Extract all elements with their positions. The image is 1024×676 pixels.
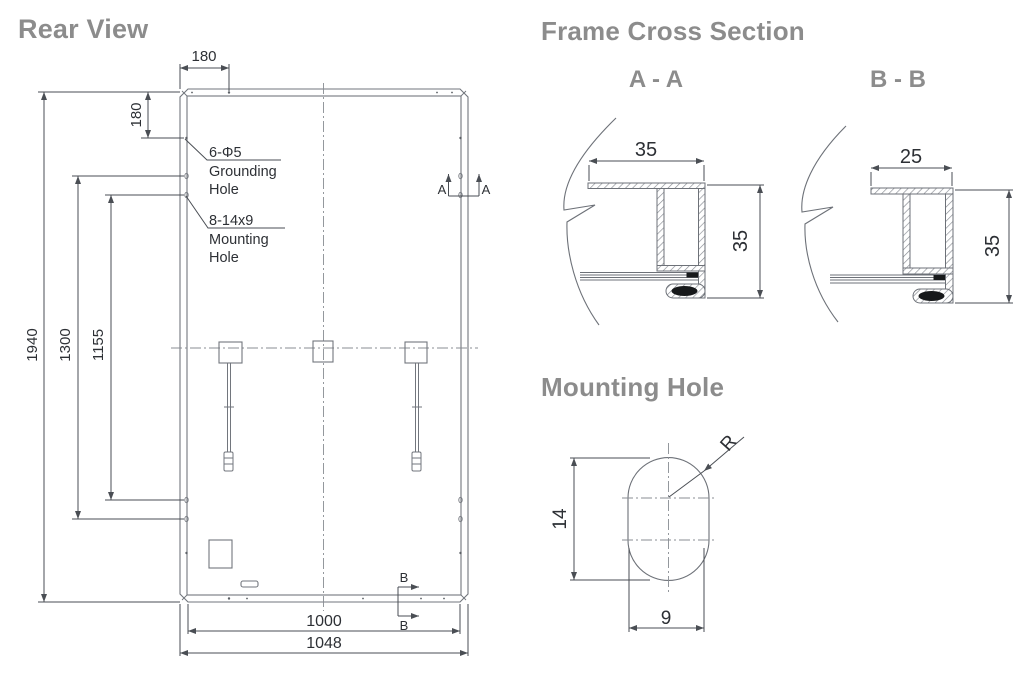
bb-laminate-tape	[933, 275, 945, 280]
section-aa-title: A - A	[628, 66, 684, 93]
section-bb-dimensions	[870, 165, 1013, 304]
bb-left-wall	[902, 193, 911, 269]
connector-right-segments	[412, 457, 421, 465]
grounding-hole-label-line3: Hole	[209, 182, 239, 198]
mounting-hole-drawing	[570, 436, 745, 632]
rear-view-dimensions	[38, 64, 469, 656]
section-aa-dimensions	[588, 158, 764, 299]
bb-bottom-bar	[902, 267, 954, 275]
junction-box-right	[404, 341, 428, 364]
bb-laminate-lines	[830, 274, 945, 284]
aa-foot-gasket	[671, 286, 698, 296]
mounting-hole-label-line1: 8-14x9	[209, 213, 253, 229]
rear-view-title: Rear View	[18, 14, 149, 44]
cables	[223, 363, 422, 472]
dim-hole-span-inner: 1155	[90, 329, 107, 361]
mounting-hole-radius-label: R	[717, 431, 742, 455]
corner-chamfer-lines	[181, 90, 467, 601]
connector-left	[223, 451, 234, 472]
junction-boxes	[218, 340, 428, 364]
section-bb-drawing	[801, 125, 1013, 323]
dim-height: 1940	[24, 328, 41, 361]
section-aa-drawing	[563, 117, 764, 326]
cable-right	[412, 363, 422, 452]
section-marker-b	[397, 584, 419, 619]
slot-horizontal-centerlines	[622, 497, 715, 541]
aa-bottom-bar	[656, 265, 706, 272]
cable-left	[224, 363, 234, 452]
rear-view-texts: 180 180 1940 1300 1155 1000 1048 A A B B…	[24, 48, 491, 652]
mounting-hole-label-line2: Mounting	[209, 232, 269, 248]
marker-a-right: A	[482, 182, 491, 197]
barcode-rect	[240, 580, 259, 588]
mounting-hole-dimensions	[570, 436, 745, 632]
radius-leader	[703, 436, 745, 472]
mounting-hole-height-dim: 14	[550, 508, 571, 530]
dim-top-offset: 180	[191, 48, 216, 65]
marker-b-top: B	[400, 570, 409, 585]
aa-width-dim: 35	[635, 139, 657, 161]
aa-top-flange	[587, 182, 706, 189]
marker-a-left: A	[438, 182, 447, 197]
junction-box-middle	[312, 340, 334, 363]
bb-height-dim: 35	[982, 235, 1004, 257]
connector-left-segments	[224, 457, 233, 465]
frame-cross-section-title: Frame Cross Section	[541, 16, 805, 46]
aa-laminate-tape	[686, 272, 698, 278]
break-line-bb	[801, 125, 847, 323]
section-marker-a	[445, 174, 482, 197]
aa-left-wall	[656, 188, 665, 266]
marker-b-bottom: B	[400, 618, 409, 633]
mounting-hole-title: Mounting Hole	[541, 372, 725, 402]
dim-side-offset: 180	[128, 102, 145, 127]
dim-hole-span-outer: 1300	[57, 328, 74, 361]
grounding-hole-leader	[184, 138, 281, 161]
bb-right-wall	[945, 193, 954, 304]
connector-right	[411, 451, 422, 472]
junction-box-left	[218, 341, 243, 364]
bb-foot-gasket	[918, 291, 945, 301]
panel-outer-outline	[179, 88, 469, 603]
grounding-holes	[185, 91, 462, 600]
aa-height-dim: 35	[730, 230, 752, 252]
bb-top-flange	[870, 187, 954, 195]
nameplate-square	[208, 539, 233, 569]
rear-view-drawing	[38, 64, 482, 656]
mounting-hole-width-dim: 9	[661, 608, 672, 629]
mounting-hole-label-line3: Hole	[209, 250, 239, 266]
section-bb-title: B - B	[870, 66, 926, 93]
aa-laminate-lines	[580, 272, 698, 281]
bb-width-dim: 25	[900, 146, 922, 168]
dim-overall-width: 1048	[306, 635, 342, 652]
mounting-slots	[184, 172, 463, 523]
panel-inner-outline	[186, 95, 462, 596]
break-line-aa	[563, 117, 617, 326]
grounding-hole-label-line2: Grounding	[209, 164, 277, 180]
aa-right-wall	[698, 188, 706, 299]
mounting-hole-leader	[185, 195, 285, 229]
dim-bottom-inner-width: 1000	[306, 613, 342, 630]
grounding-hole-label-line1: 6-Φ5	[209, 145, 242, 161]
